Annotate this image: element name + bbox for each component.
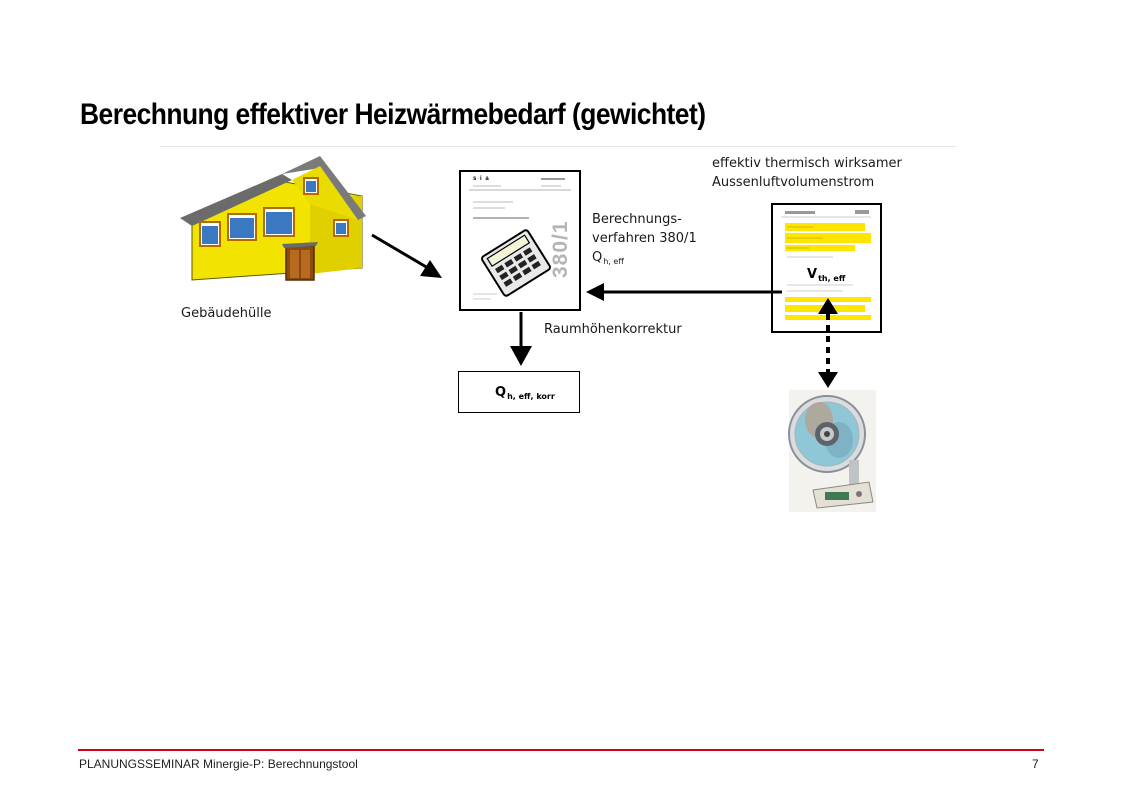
result-box: Qh, eff, korr xyxy=(458,371,580,413)
airflow-line1: effektiv thermisch wirksamer xyxy=(712,156,902,171)
doc-lines-icon xyxy=(469,178,571,300)
calc-q-main: Q xyxy=(592,250,603,265)
calc-label-line2: verfahren 380/1 xyxy=(592,231,697,246)
calc-method-label: Berechnungs- verfahren 380/1 Qh, eff xyxy=(592,210,697,271)
airflow-label: effektiv thermisch wirksamer Aussenluftv… xyxy=(712,154,902,192)
airflow-v-label: Vth, eff xyxy=(807,267,845,283)
arrow-icon xyxy=(586,283,782,301)
result-sub: h, eff, korr xyxy=(507,392,555,401)
title-divider xyxy=(160,146,956,147)
calculator-icon xyxy=(481,229,551,297)
calc-label-line1: Berechnungs- xyxy=(592,212,682,227)
slide-title: Berechnung effektiver Heizwärmebedarf (g… xyxy=(80,98,706,131)
result-label: Qh, eff, korr xyxy=(495,385,555,401)
arrow-icon xyxy=(371,233,442,278)
calc-q-label: Qh, eff xyxy=(592,248,697,271)
airflow-line2: Aussenluftvolumenstrom xyxy=(712,175,875,190)
correction-label: Raumhöhenkorrektur xyxy=(544,322,682,337)
page-number: 7 xyxy=(1032,757,1039,771)
house-icon xyxy=(180,156,366,281)
arrow-icon xyxy=(818,298,838,388)
arrow-icon xyxy=(510,312,532,366)
calc-q-sub: h, eff xyxy=(603,257,624,266)
airflow-main: V xyxy=(807,267,818,282)
building-label: Gebäudehülle xyxy=(181,306,272,321)
footer-text: PLANUNGSSEMINAR Minergie-P: Berechnungst… xyxy=(79,757,358,771)
doc-header: s i a xyxy=(473,176,490,182)
fan-icon xyxy=(788,390,876,512)
airflow-sub: th, eff xyxy=(818,274,846,283)
result-main: Q xyxy=(495,385,507,400)
footer-divider xyxy=(78,749,1044,751)
sia-380-1-document: s i a 380/1 xyxy=(459,170,581,311)
